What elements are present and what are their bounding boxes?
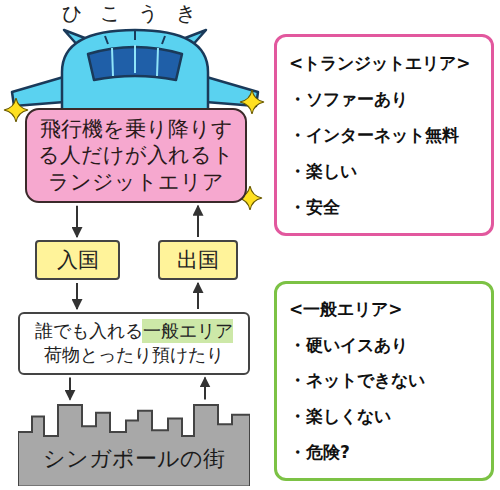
node-text: <一般エリア> — [289, 298, 479, 321]
node-subtext: ・危険? — [289, 441, 479, 464]
flow-arrow — [76, 283, 78, 309]
node-subtext: ・ソファーあり — [289, 88, 479, 111]
node-text: 入国 — [57, 246, 99, 274]
sparkle — [240, 90, 264, 114]
node-subtext: ・硬いイスあり — [289, 334, 479, 357]
node-text: シンガポールの街 — [43, 444, 225, 474]
node-text: 誰でも入れる一般エリア — [35, 319, 233, 343]
city-skyline — [18, 403, 250, 486]
node-subtext: ・インターネット無料 — [289, 124, 479, 147]
nose-line — [105, 31, 165, 44]
node-text: <トランジットエリア> — [289, 52, 479, 75]
skyline-shape — [18, 405, 250, 486]
flow-arrow — [69, 378, 71, 400]
node-subtext: ・安全 — [289, 196, 479, 219]
transit-info-panel: <トランジットエリア> ・ソファーあり・インターネット無料・楽しい・安全 — [274, 34, 494, 236]
node-subtext: ・ネットできない — [289, 369, 479, 392]
flow-arrow — [204, 378, 206, 400]
flow-arrow — [197, 283, 199, 309]
node-subtext: ・楽しい — [289, 160, 479, 183]
flow-arrow — [76, 206, 78, 237]
flow-arrow — [197, 206, 199, 237]
window-frame — [112, 45, 158, 76]
node-text: 飛行機を乗り降りする人だけが入れるトランジットエリア — [37, 116, 235, 195]
general-info-panel: <一般エリア> ・硬いイスあり・ネットできない・楽しくない・危険? — [274, 281, 494, 481]
transit-area-box: 飛行機を乗り降りする人だけが入れるトランジットエリア — [25, 108, 247, 203]
node-subtext: 荷物とったり預けたり — [44, 343, 224, 367]
sparkles — [4, 90, 264, 210]
exit-box: 出国 — [158, 240, 238, 280]
node-subtext: ・楽しくない — [289, 405, 479, 428]
entry-box: 入国 — [35, 240, 120, 280]
general-area-box: 誰でも入れる一般エリア荷物とったり預けたり — [18, 312, 250, 375]
node-text: 出国 — [177, 246, 219, 274]
illustration-caption: ひこうき — [62, 0, 214, 27]
city-silhouette: シンガポールの街 — [18, 403, 250, 486]
